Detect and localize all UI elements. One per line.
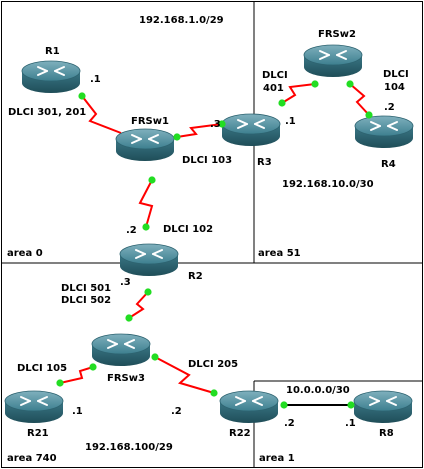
router-r3-icon[interactable] — [221, 113, 281, 147]
link-frsw3-r21 — [59, 366, 94, 384]
network-label: 192.168.1.0/29 — [139, 15, 224, 26]
dlci-label: DLCI — [383, 69, 409, 80]
area-label: area 1 — [259, 453, 295, 464]
interface-dot — [144, 288, 152, 296]
interface-dot — [365, 111, 373, 119]
label-frsw2: FRSw2 — [318, 29, 356, 40]
ip-label: .2 — [384, 102, 395, 113]
interface-dot — [218, 120, 226, 128]
router-r4-icon[interactable] — [354, 115, 414, 149]
interface-dot — [56, 379, 64, 387]
router-r21-icon[interactable] — [4, 390, 64, 424]
area-label: area 0 — [7, 248, 43, 259]
dlci-label: 104 — [384, 82, 405, 93]
dlci-label: DLCI 105 — [17, 363, 67, 374]
dlci-label: DLCI 501 — [61, 283, 111, 294]
interface-dot — [347, 401, 355, 409]
interface-dot — [278, 99, 286, 107]
switch-frsw3-icon[interactable] — [91, 333, 151, 367]
ip-label: .2 — [284, 418, 295, 429]
dlci-label: 401 — [263, 83, 284, 94]
label-r21: R21 — [27, 428, 49, 439]
ip-label: .1 — [90, 74, 101, 85]
interface-dot — [311, 80, 319, 88]
dlci-label: DLCI 301, 201 — [8, 107, 86, 118]
network-label: 10.0.0.0/30 — [286, 385, 350, 396]
ip-label: .1 — [72, 406, 83, 417]
network-label: 192.168.100/29 — [85, 442, 173, 453]
link-frsw2-r4 — [349, 83, 370, 116]
interface-dot — [210, 389, 218, 397]
link-r3-frsw2 — [281, 83, 316, 104]
area-label: area 51 — [258, 248, 301, 259]
interface-dot — [173, 133, 181, 141]
interface-dot — [280, 401, 288, 409]
router-r22-icon[interactable] — [219, 390, 279, 424]
interface-dot — [89, 363, 97, 371]
ip-label: .2 — [171, 406, 182, 417]
area-label: area 740 — [7, 453, 57, 464]
label-r2: R2 — [188, 271, 203, 282]
link-r1-frsw1 — [81, 95, 122, 134]
link-frsw1-r3 — [176, 123, 223, 138]
dlci-label: DLCI 102 — [163, 224, 213, 235]
label-frsw1: FRSw1 — [131, 116, 169, 127]
label-frsw3: FRSw3 — [107, 373, 145, 384]
label-r4: R4 — [381, 159, 396, 170]
label-r22: R22 — [229, 428, 251, 439]
dlci-label: DLCI 103 — [182, 155, 232, 166]
interface-dot — [142, 223, 150, 231]
router-r2-icon[interactable] — [119, 243, 179, 277]
interface-dot — [151, 353, 159, 361]
router-r8-icon[interactable] — [353, 390, 413, 424]
interface-dot — [148, 176, 156, 184]
ip-label: .1 — [285, 116, 296, 127]
dlci-label: DLCI 205 — [188, 359, 238, 370]
label-r1: R1 — [45, 46, 60, 57]
label-r8: R8 — [379, 428, 394, 439]
router-r1-icon[interactable] — [21, 60, 81, 94]
switch-frsw2-icon[interactable] — [303, 44, 363, 78]
ip-label: .1 — [345, 418, 356, 429]
interface-dot — [78, 92, 86, 100]
link-r2-frsw3 — [128, 291, 149, 319]
dlci-label: DLCI — [262, 70, 288, 81]
interface-dot — [346, 80, 354, 88]
network-label: 192.168.10.0/30 — [282, 179, 374, 190]
interface-dot — [125, 314, 133, 322]
dlci-label: DLCI 502 — [61, 295, 111, 306]
link-frsw1-r2 — [138, 179, 154, 228]
label-r3: R3 — [257, 157, 272, 168]
ip-label: .3 — [210, 119, 221, 130]
link-frsw3-r22 — [154, 356, 215, 394]
switch-frsw1-icon[interactable] — [115, 128, 175, 162]
ip-label: .3 — [120, 277, 131, 288]
ip-label: .2 — [126, 225, 137, 236]
